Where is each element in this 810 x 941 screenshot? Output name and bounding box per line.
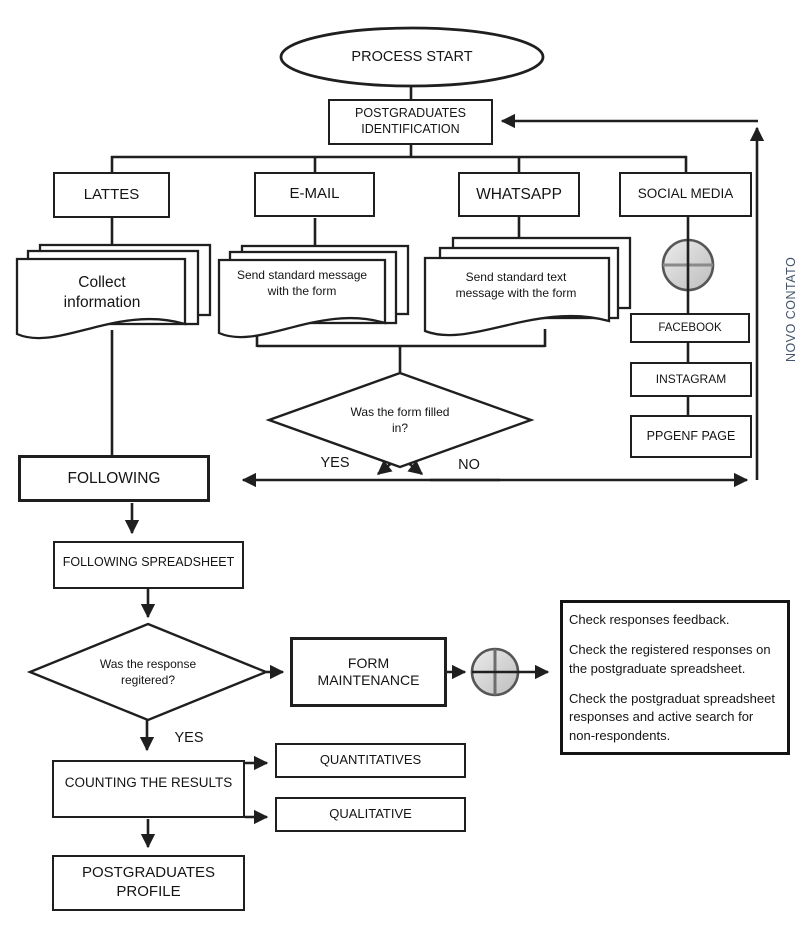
decision-response-diamond: [26, 622, 270, 722]
maintenance-notes-box: Check responses feedback. Check the regi…: [560, 600, 790, 755]
decision-response-question: Was the response regitered?: [99, 657, 197, 687]
collect-information-label: Collect information: [63, 273, 141, 311]
process-start-ellipse: [279, 26, 545, 88]
node-whatsapp: WHATSAPP: [458, 172, 580, 217]
node-ppgenf-page: PPGENF PAGE: [630, 415, 752, 458]
note-line: Check the registered responses on the po…: [569, 641, 771, 676]
email-message-document-stack: [217, 244, 410, 339]
node-facebook: FACEBOOK: [630, 313, 750, 343]
process-start-label: PROCESS START: [351, 48, 473, 65]
novo-contato-label: NOVO CONTATO: [783, 256, 798, 362]
node-following: FOLLOWING: [18, 455, 210, 502]
note-line: Check the postgraduat spreadsheet respon…: [569, 690, 775, 744]
maintenance-junction-plus-icon: [470, 647, 550, 697]
node-quantitatives: QUANTITATIVES: [275, 743, 466, 778]
node-following-spreadsheet: FOLLOWING SPREADSHEET: [53, 541, 244, 589]
decision-form-question: Was the form filled in?: [350, 405, 450, 435]
node-postgraduates-profile: POSTGRADUATES PROFILE: [52, 855, 245, 911]
social-media-junction-plus-icon: [661, 217, 715, 416]
node-postgraduates-identification: POSTGRADUATES IDENTIFICATION: [328, 99, 493, 145]
email-message-label: Send standard message with the form: [236, 268, 368, 298]
decision-form-no-label: NO: [458, 456, 480, 473]
node-qualitative: QUALITATIVE: [275, 797, 466, 832]
node-instagram: INSTAGRAM: [630, 362, 752, 397]
node-email: E-MAIL: [254, 172, 375, 217]
decision-form-diamond: [265, 371, 535, 469]
whatsapp-message-label: Send standard text message with the form: [455, 270, 577, 300]
decision-response-yes-label: YES: [174, 729, 204, 746]
node-counting-the-results: COUNTING THE RESULTS: [52, 760, 245, 818]
note-line: Check responses feedback.: [569, 612, 730, 627]
decision-form-yes-label: YES: [320, 454, 350, 471]
node-form-maintenance: FORM MAINTENANCE: [290, 637, 447, 707]
node-social-media: SOCIAL MEDIA: [619, 172, 752, 217]
collect-information-document-stack: [15, 243, 212, 340]
connector-lines: [110, 86, 765, 849]
whatsapp-message-document-stack: [423, 236, 632, 337]
node-lattes: LATTES: [53, 172, 170, 218]
